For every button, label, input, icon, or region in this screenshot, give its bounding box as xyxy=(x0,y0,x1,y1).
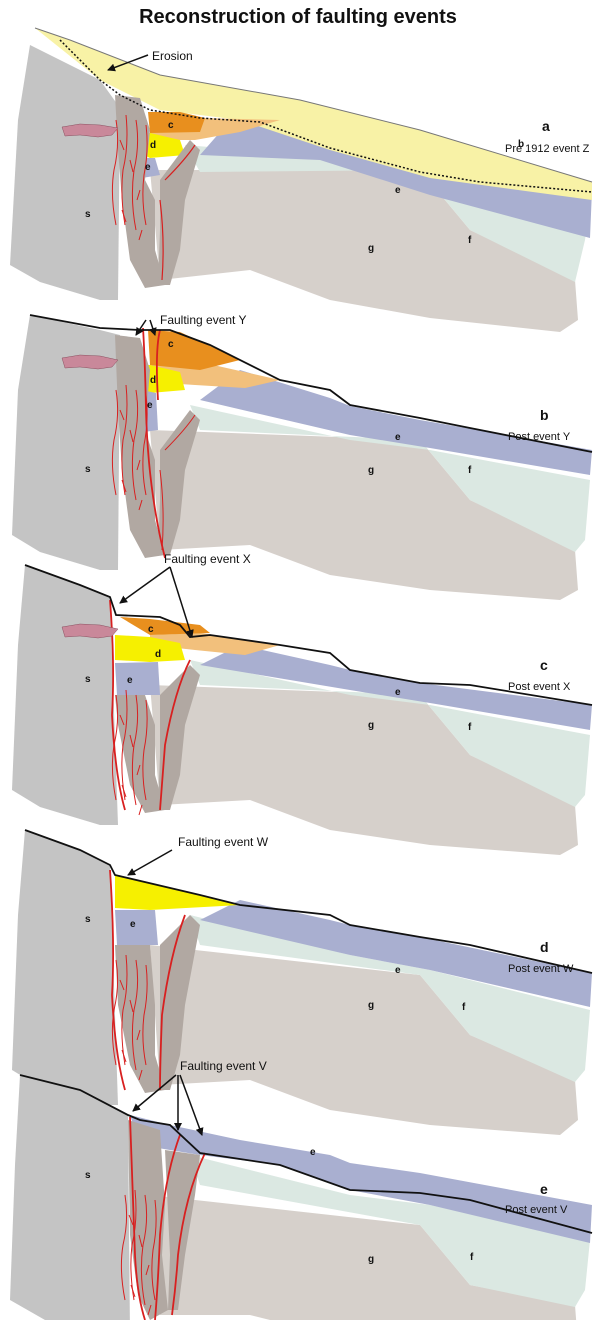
label-c: c xyxy=(168,339,174,350)
label-e-right: e xyxy=(395,432,401,443)
panel-letter: b xyxy=(540,407,549,423)
annotation-text: Faulting event W xyxy=(178,835,269,849)
unit-s xyxy=(10,1075,130,1320)
label-e-right: e xyxy=(395,965,401,976)
panel-caption: Pre 1912 event Z xyxy=(505,143,590,155)
unit-s xyxy=(12,565,118,825)
label-s: s xyxy=(85,209,91,220)
label-c: c xyxy=(168,120,174,131)
panel-letter: d xyxy=(540,939,549,955)
panel-caption: Post event V xyxy=(505,1204,568,1216)
panel-letter: c xyxy=(540,657,548,673)
label-c: c xyxy=(148,624,154,635)
unit-s xyxy=(12,830,118,1105)
label-e-right: e xyxy=(310,1147,316,1158)
annotation-arrow-1 xyxy=(136,320,146,335)
unit-e-left xyxy=(115,910,158,945)
annotation-arrow xyxy=(128,850,172,875)
panel-letter: e xyxy=(540,1181,548,1197)
annotation-arrow-1 xyxy=(120,567,170,603)
annotation-text: Faulting event V xyxy=(180,1059,267,1073)
panel-a: Erosion b c d e e f g s a Pre 1912 event… xyxy=(10,28,592,332)
unit-e-left xyxy=(115,662,160,695)
label-g: g xyxy=(368,1254,374,1265)
annotation-text: Faulting event Y xyxy=(160,313,247,327)
label-g: g xyxy=(368,1000,374,1011)
label-e-left: e xyxy=(127,675,133,686)
panel-caption: Post event Y xyxy=(508,431,571,443)
unit-c xyxy=(148,112,205,133)
label-g: g xyxy=(368,243,374,254)
label-d: d xyxy=(155,649,161,660)
panel-caption: Post event W xyxy=(508,963,574,975)
label-g: g xyxy=(368,720,374,731)
panel-c: Faulting event X c d e e f g s c Post ev… xyxy=(12,552,592,855)
label-s: s xyxy=(85,1170,91,1181)
label-d: d xyxy=(150,375,156,386)
panel-b: Faulting event Y c d e e f g s b Post ev… xyxy=(12,313,592,600)
unit-c xyxy=(148,330,240,370)
panel-d: Faulting event W e e f g s d Post event … xyxy=(12,830,592,1135)
label-s: s xyxy=(85,464,91,475)
label-d: d xyxy=(150,140,156,151)
label-s: s xyxy=(85,914,91,925)
label-g: g xyxy=(368,465,374,476)
panel-caption: Post event X xyxy=(508,681,571,693)
label-e-right: e xyxy=(395,687,401,698)
annotation-arrow-3 xyxy=(180,1075,202,1135)
label-s: s xyxy=(85,674,91,685)
label-e-left: e xyxy=(145,162,151,173)
unit-s xyxy=(12,315,120,570)
label-e-right: e xyxy=(395,185,401,196)
annotation-text: Faulting event X xyxy=(164,552,251,566)
annotation-text: Erosion xyxy=(152,49,193,63)
panel-letter: a xyxy=(542,118,550,134)
label-e-left: e xyxy=(130,919,136,930)
label-e-left: e xyxy=(147,400,153,411)
